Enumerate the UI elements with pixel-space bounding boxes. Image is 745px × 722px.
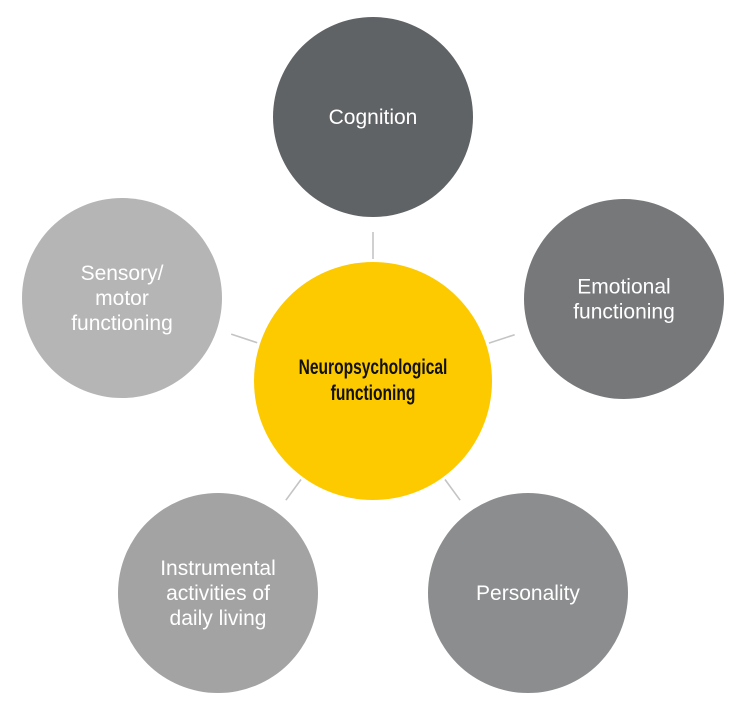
node-circle-emotional-functioning [524, 199, 724, 399]
node-label-instrumental-activities: daily living [170, 607, 267, 630]
node-label-instrumental-activities: activities of [166, 582, 270, 605]
node-label-cognition: Cognition [329, 106, 418, 129]
connector-sensory-motor-functioning [230, 333, 258, 344]
node-label-instrumental-activities: Instrumental [160, 557, 276, 580]
node-cognition: Cognition [273, 17, 473, 217]
node-circle-sensory-motor-functioning [22, 198, 222, 398]
nodes: CognitionEmotionalfunctioningPersonality… [22, 17, 724, 693]
node-label-personality: Personality [476, 582, 580, 605]
node-label-emotional-functioning: Emotional [577, 276, 670, 299]
center-circle [254, 262, 492, 500]
connector-emotional-functioning [488, 333, 515, 344]
node-circle-instrumental-activities [118, 493, 318, 693]
node-circle-cognition [273, 17, 473, 217]
center-label: Neuropsychological [299, 355, 448, 379]
center-label: functioning [331, 381, 416, 405]
node-label-sensory-motor-functioning: motor [95, 287, 149, 310]
connector-instrumental-activities [285, 479, 302, 501]
connector-personality [444, 479, 461, 501]
node-label-sensory-motor-functioning: functioning [71, 312, 173, 335]
node-circle-personality [428, 493, 628, 693]
connectors [230, 232, 515, 501]
node-label-emotional-functioning: functioning [573, 301, 675, 324]
node-personality: Personality [428, 493, 628, 693]
node-label-sensory-motor-functioning: Sensory/ [81, 262, 164, 285]
